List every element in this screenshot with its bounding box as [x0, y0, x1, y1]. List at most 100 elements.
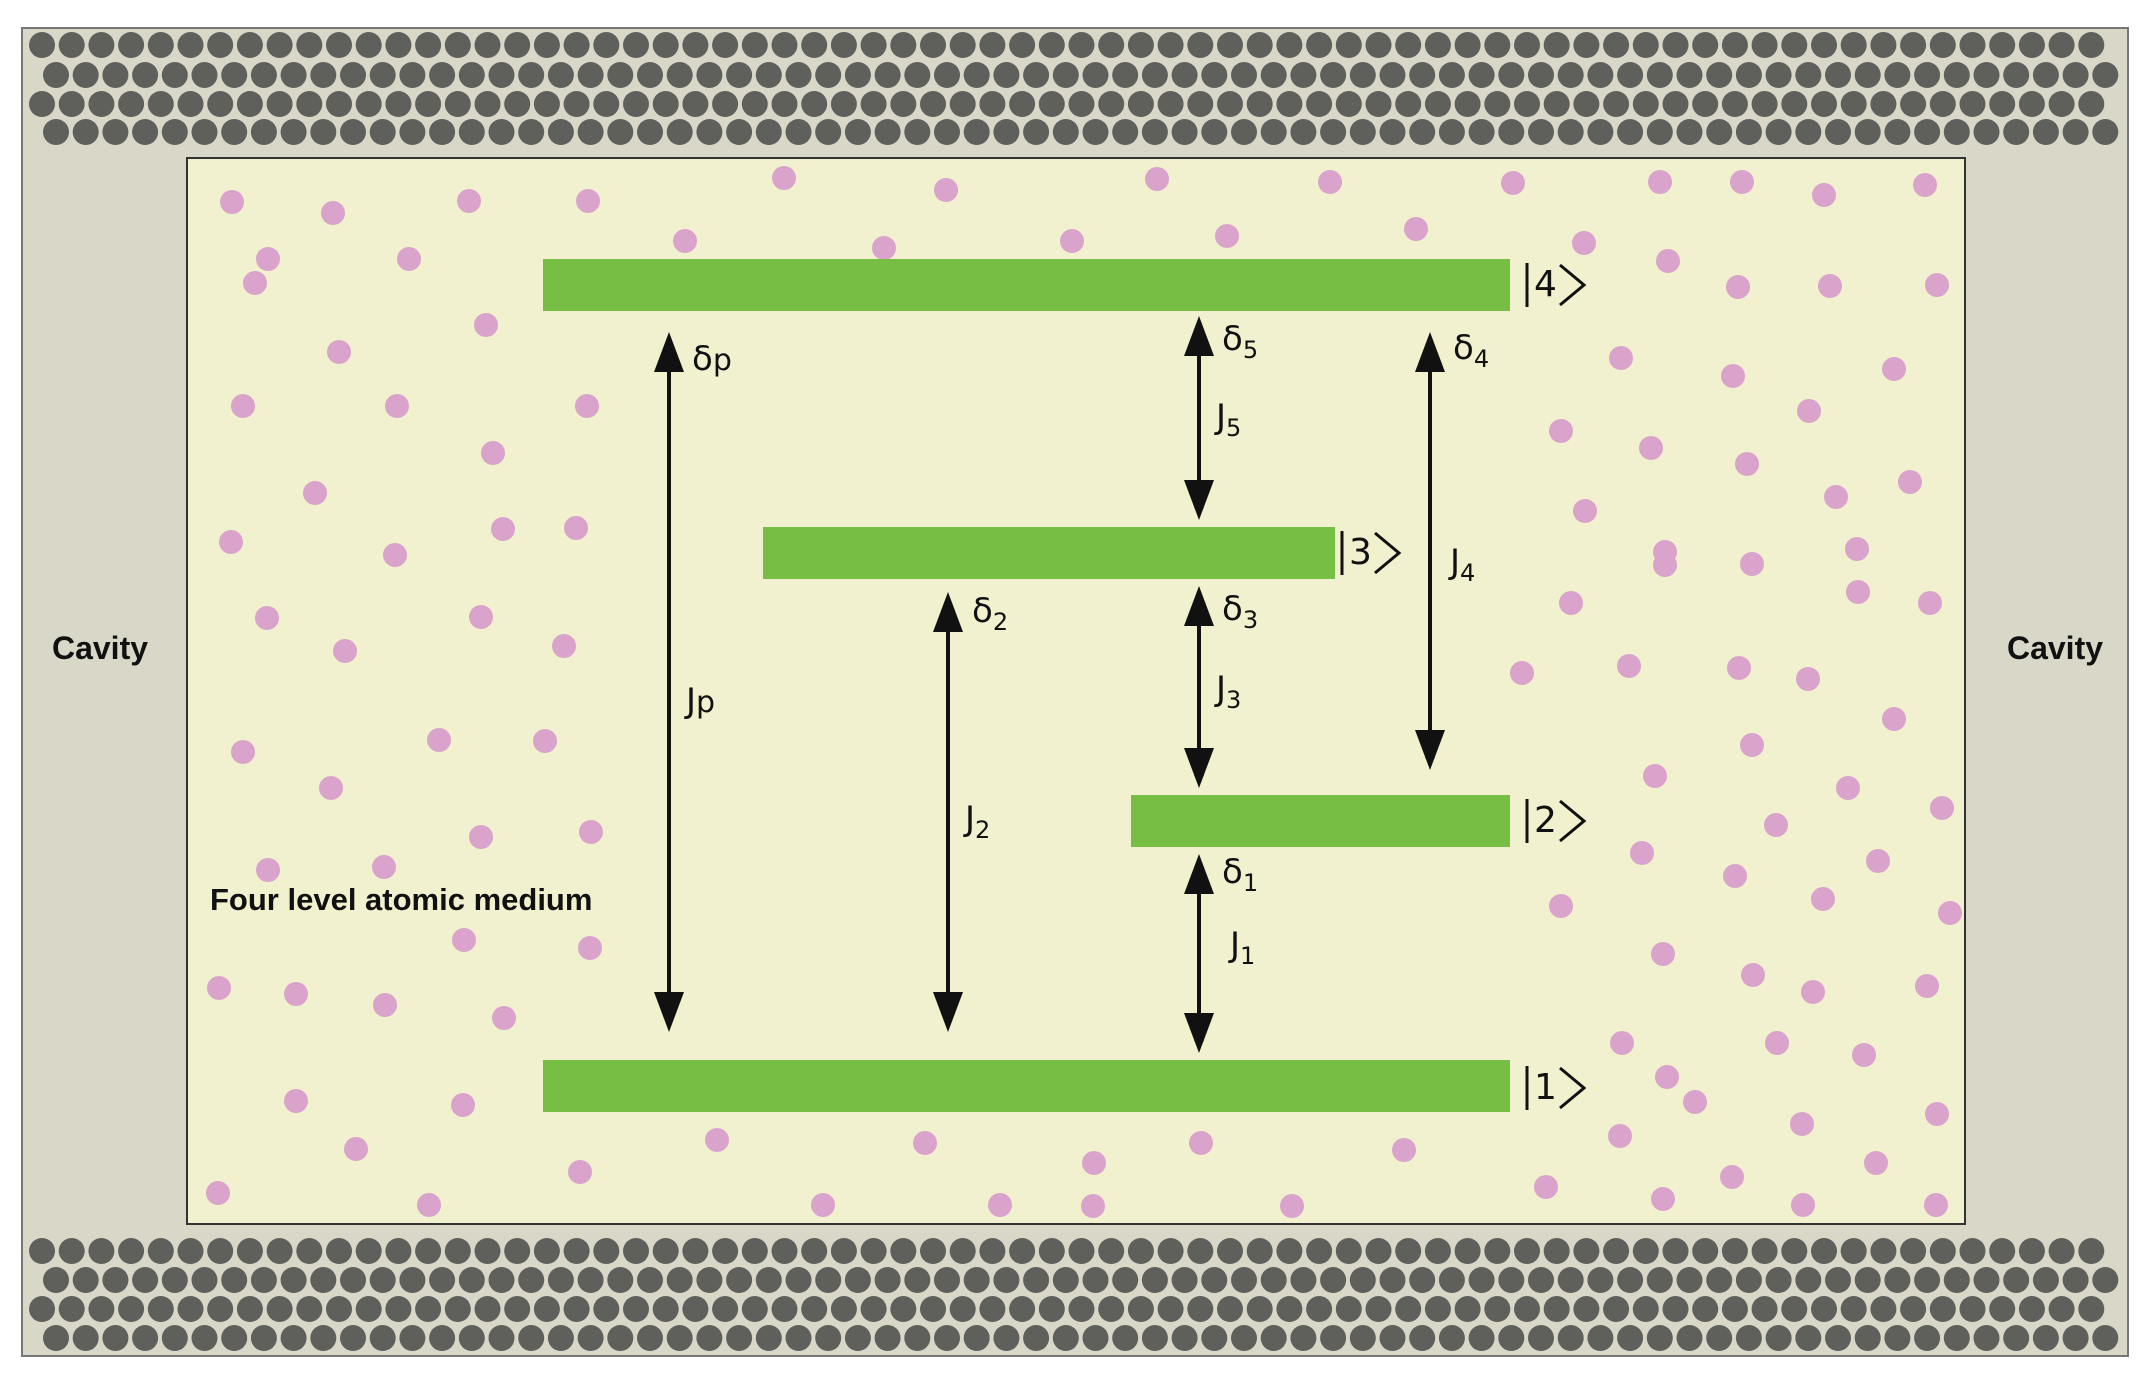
mirror-bead [1068, 32, 1095, 58]
atom [219, 530, 243, 554]
atom [207, 976, 231, 1000]
mirror-bead [207, 1238, 234, 1264]
mirror-bead [920, 1238, 946, 1264]
mirror-bead [191, 1325, 218, 1351]
mirror-bead [1098, 91, 1125, 117]
mirror-bead [1692, 1296, 1719, 1322]
mirror-bead [1735, 1267, 1762, 1293]
mirror-bead [1038, 1296, 1065, 1322]
mirror-bead [1468, 1325, 1495, 1351]
mirror-bead [1929, 32, 1956, 58]
atom [1534, 1175, 1558, 1199]
mirror-bead [1276, 1238, 1303, 1264]
mirror-bead [741, 91, 768, 117]
mirror-bead [1900, 91, 1927, 117]
mirror-bead [1009, 91, 1036, 117]
mirror-bead [1290, 62, 1317, 88]
atom [1549, 419, 1573, 443]
mirror-bead [1424, 1238, 1451, 1264]
mirror-bead [1217, 32, 1243, 58]
mirror-bead [533, 32, 560, 58]
atom [1318, 170, 1342, 194]
mirror-bead [2062, 1325, 2089, 1351]
mirror-bead [1395, 1238, 1422, 1264]
mirror-bead [1112, 1325, 1139, 1351]
mirror-bead [1395, 91, 1422, 117]
mirror-bead [1201, 1267, 1228, 1293]
coupling-2: J2 [963, 799, 990, 844]
mirror-bead [1082, 119, 1109, 145]
mirror-bead [1187, 1296, 1214, 1322]
mirror-bead [474, 32, 501, 58]
mirror-bead [785, 62, 812, 88]
mirror-bead [741, 32, 768, 58]
mirror-bead [1929, 91, 1956, 117]
mirror-bead [949, 32, 976, 58]
mirror-bead [1854, 119, 1881, 145]
mirror-bead [577, 119, 604, 145]
mirror-bead [577, 62, 604, 88]
mirror-bead [963, 1325, 990, 1351]
mirror-bead [1646, 62, 1673, 88]
mirror-bead [1409, 1267, 1436, 1293]
mirror-bead [1484, 32, 1511, 58]
mirror-bead [844, 1325, 871, 1351]
mirror-bead [979, 32, 1006, 58]
mirror-bead [236, 1296, 263, 1322]
mirror-bead [72, 1267, 99, 1293]
mirror-bead [161, 62, 188, 88]
mirror-bead [2062, 62, 2089, 88]
mirror-bead [458, 119, 485, 145]
mirror-bead [844, 1267, 871, 1293]
mirror-bead [1646, 1325, 1673, 1351]
mirror-bead [1528, 62, 1554, 88]
mirror-bead [161, 1325, 188, 1351]
mirror-bead [652, 1296, 679, 1322]
mirror-bead [310, 119, 337, 145]
mirror-bead [1127, 1296, 1154, 1322]
atom [256, 858, 280, 882]
mirror-bead [1171, 1267, 1198, 1293]
mirror-bead [637, 1267, 663, 1293]
mirror-bead [369, 62, 396, 88]
detuning-3: δ3 [1222, 589, 1258, 634]
mirror-bead [236, 1238, 263, 1264]
mirror-bead [2032, 1267, 2059, 1293]
mirror-bead [340, 62, 366, 88]
mirror-bead [504, 1238, 531, 1264]
mirror-bead [696, 62, 723, 88]
mirror-bead [1943, 119, 1970, 145]
mirror-bead [1038, 32, 1065, 58]
mirror-bead [118, 1296, 145, 1322]
mirror-bead [607, 1267, 634, 1293]
mirror-bead [1765, 119, 1792, 145]
mirror-bead [1646, 1267, 1673, 1293]
mirror-bead [1706, 1325, 1733, 1351]
mirror-bead [488, 62, 515, 88]
mirror-bead [415, 91, 442, 117]
mirror-bead [1454, 32, 1481, 58]
atom [1639, 436, 1663, 460]
mirror-bead [191, 1267, 218, 1293]
mirror-bead [1900, 32, 1927, 58]
mirror-bead [326, 1238, 352, 1264]
mirror-bead [161, 119, 188, 145]
mirror-bead [1438, 62, 1465, 88]
mirror-bead [444, 91, 471, 117]
coupling-1: J1 [1228, 925, 1255, 970]
mirror-bead [102, 1325, 129, 1351]
mirror-bead [1276, 91, 1303, 117]
mirror-bead [1825, 1267, 1851, 1293]
mirror-bead [1543, 1296, 1570, 1322]
atom [383, 543, 407, 567]
atom [1081, 1194, 1105, 1218]
arrow-heads [654, 316, 1445, 1053]
atom [1864, 1151, 1888, 1175]
atom [579, 820, 603, 844]
mirror-bead [830, 91, 857, 117]
mirror-bead [72, 119, 99, 145]
mirror-bead [2018, 1296, 2045, 1322]
mirror-bead [1781, 32, 1808, 58]
mirror-bead [1735, 1325, 1762, 1351]
